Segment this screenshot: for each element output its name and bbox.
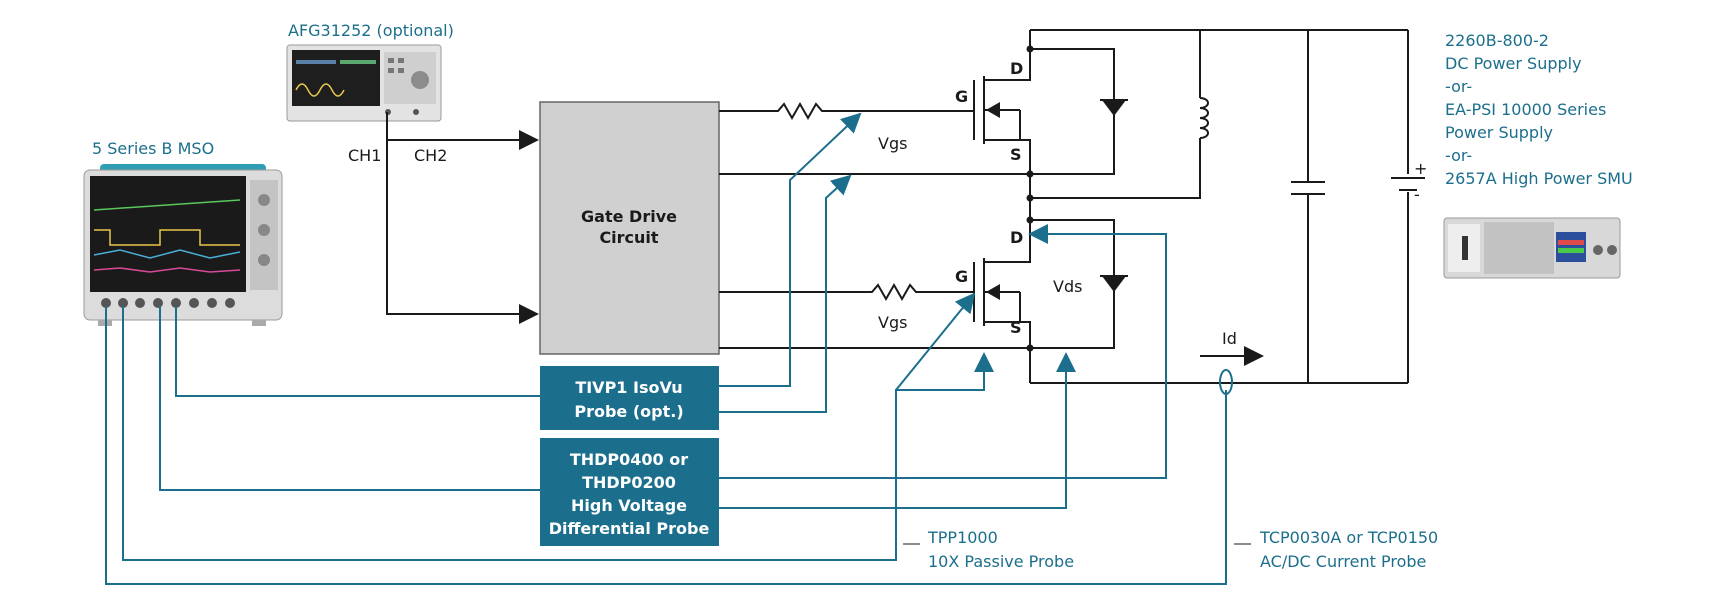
- thdp-probe-box: [540, 438, 719, 546]
- vds-label: Vds: [1053, 277, 1082, 296]
- bottom-gate-path: [719, 282, 1030, 349]
- gate-drive-line2: Circuit: [599, 228, 658, 247]
- junction-dot: [1026, 45, 1034, 53]
- junction-dot: [1026, 216, 1034, 224]
- current-probe-clamp: [1219, 369, 1233, 395]
- top-gate-path: [719, 101, 1030, 175]
- thdp-cable: [159, 306, 540, 491]
- thdp-line1: THDP0400 or: [570, 450, 688, 469]
- gate-drive-line1: Gate Drive: [581, 207, 677, 226]
- vgs-bottom-label: Vgs: [878, 313, 907, 332]
- tivp-line1: TIVP1 IsoVu: [575, 378, 682, 397]
- bottom-diode: [1100, 275, 1128, 292]
- thdp-lead-neg: [719, 352, 1076, 509]
- tivp-lead-pos: [719, 112, 862, 387]
- mso-oscilloscope: [83, 164, 283, 326]
- junction-dot: [1026, 344, 1034, 352]
- tivp-line2: Probe (opt.): [574, 402, 683, 421]
- tivp-lead-neg: [719, 174, 852, 413]
- tcp-label-line1: TCP0030A or TCP0150: [1259, 528, 1438, 547]
- battery: [1391, 177, 1425, 191]
- id-label: Id: [1222, 329, 1237, 348]
- bottom-d-label: D: [1010, 228, 1023, 247]
- junction-dot: [1026, 170, 1034, 178]
- tcp-cable: [105, 306, 1227, 585]
- top-g-label: G: [955, 87, 968, 106]
- supply-label-line5: Power Supply: [1445, 123, 1553, 142]
- junction-dot: [1026, 194, 1034, 202]
- gate-drive-box: [539, 101, 720, 355]
- tpp-lead-gnd: [895, 352, 994, 532]
- capacitor: [1291, 181, 1325, 195]
- supply-label-line6: -or-: [1445, 146, 1472, 165]
- dc-supply-instrument: [1443, 217, 1621, 279]
- supply-label-line4: EA-PSI 10000 Series: [1445, 100, 1606, 119]
- top-s-label: S: [1010, 145, 1022, 164]
- top-d-label: D: [1010, 59, 1023, 78]
- tpp-cable: [122, 306, 897, 561]
- tivp-cable: [175, 306, 540, 397]
- afg-label: AFG31252 (optional): [288, 21, 454, 40]
- tpp-label-line2: 10X Passive Probe: [928, 552, 1074, 571]
- supply-label-line1: 2260B-800-2: [1445, 31, 1549, 50]
- top-diode: [1100, 99, 1128, 116]
- thdp-line2: THDP0200: [582, 473, 676, 492]
- inductor: [1199, 97, 1209, 139]
- bottom-g-label: G: [955, 267, 968, 286]
- tpp-lead-tip: [895, 292, 976, 391]
- thdp-line4: Differential Probe: [549, 519, 710, 538]
- vgs-top-label: Vgs: [878, 134, 907, 153]
- power-stage: [1029, 29, 1409, 384]
- ch1-wire: [386, 112, 539, 324]
- ch1-label: CH1: [348, 146, 381, 165]
- tpp-label-line1: TPP1000: [927, 528, 998, 547]
- tivp-probe-box: [540, 366, 719, 430]
- supply-label-line2: DC Power Supply: [1445, 54, 1582, 73]
- bottom-s-label: S: [1010, 318, 1022, 337]
- ch2-label: CH2: [414, 146, 447, 165]
- supply-label-line3: -or-: [1445, 77, 1472, 96]
- battery-plus: +: [1414, 159, 1427, 178]
- supply-label-line7: 2657A High Power SMU: [1445, 169, 1633, 188]
- thdp-line3: High Voltage: [571, 496, 687, 515]
- mso-label: 5 Series B MSO: [92, 139, 214, 158]
- afg-instrument: [286, 44, 442, 122]
- thdp-lead-pos: [719, 224, 1167, 479]
- tcp-label-line2: AC/DC Current Probe: [1260, 552, 1426, 571]
- battery-minus: -: [1414, 185, 1420, 204]
